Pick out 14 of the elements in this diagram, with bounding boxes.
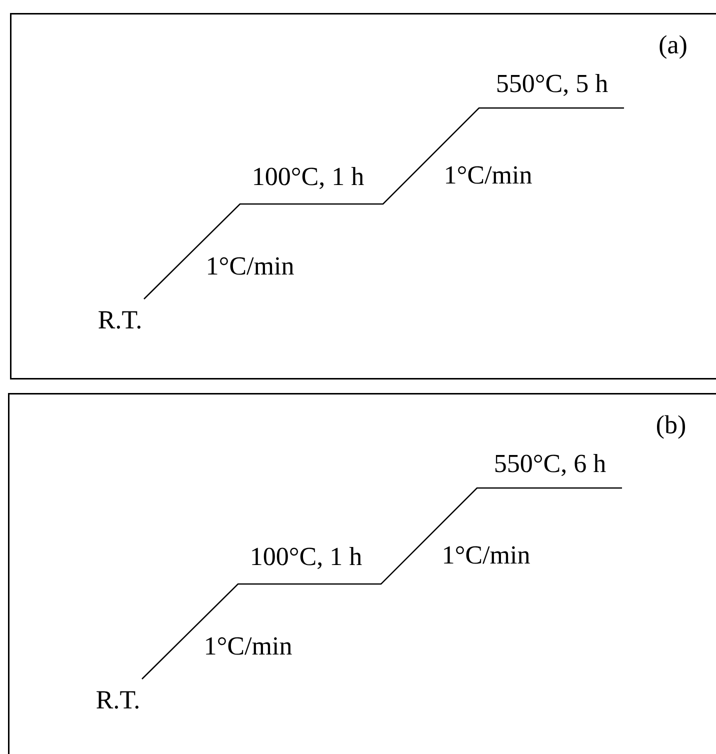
rate-label: 1°C/min (206, 637, 292, 655)
start-label: R.T. (96, 691, 138, 709)
rate-label: 1°C/min (208, 257, 294, 275)
panel-label: (b) (657, 415, 686, 439)
step-label: 550°C, 6 h (495, 454, 606, 476)
start-label: R.T. (98, 311, 140, 329)
panel-label: (a) (660, 35, 686, 59)
step-label: 100°C, 1 h (254, 166, 364, 190)
step-label: 550°C, 5 h (497, 74, 608, 96)
rate-label: 1°C/min (444, 546, 530, 564)
panel-frame (10, 13, 716, 380)
panel-frame (8, 393, 716, 754)
rate-label: 1°C/min (446, 166, 532, 184)
step-label: 100°C, 1 h (252, 547, 362, 570)
